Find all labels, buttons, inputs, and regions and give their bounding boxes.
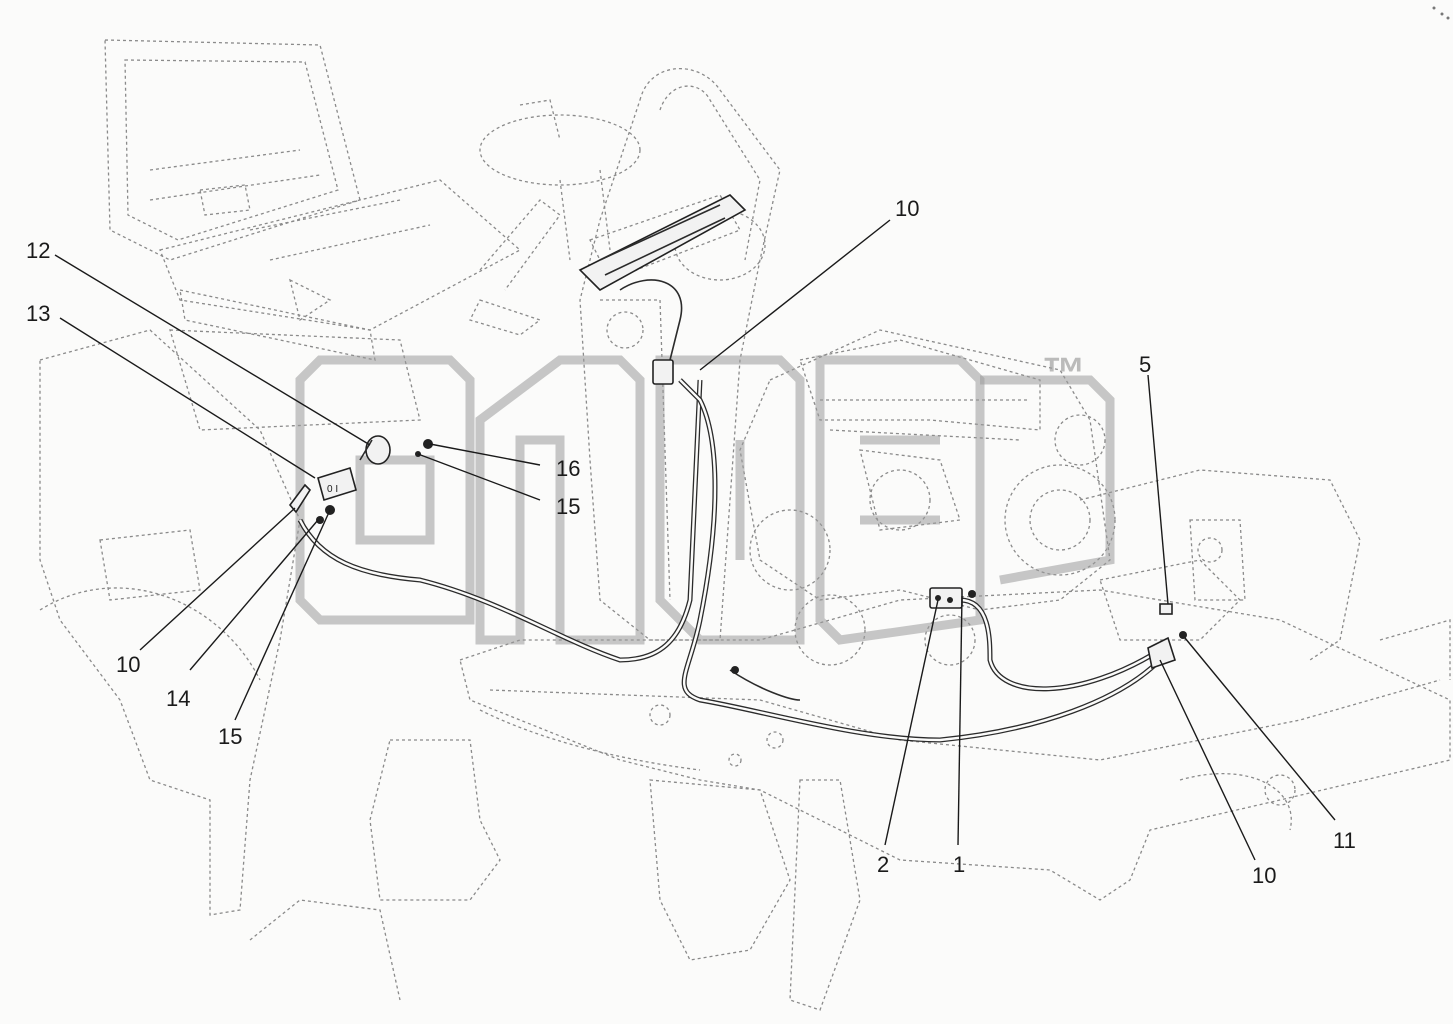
wiring-harness bbox=[297, 279, 1162, 743]
callout-13: 13 bbox=[26, 301, 50, 326]
parts: 0 I bbox=[288, 194, 1187, 674]
callout-15-bottom: 15 bbox=[218, 724, 242, 749]
callout-14: 14 bbox=[166, 686, 190, 711]
switch-housing bbox=[317, 466, 357, 502]
callout-16: 16 bbox=[556, 456, 580, 481]
background-machinery bbox=[39, 39, 1451, 1011]
callout-12: 12 bbox=[26, 238, 50, 263]
harness-connector-top bbox=[652, 359, 674, 385]
callout-15-right: 15 bbox=[556, 494, 580, 519]
leader-lines bbox=[54, 219, 1336, 861]
callout-10-bottom: 10 bbox=[1252, 863, 1276, 888]
engine-sensor-block bbox=[929, 587, 963, 609]
relay-cover bbox=[1159, 603, 1173, 615]
callout-1: 1 bbox=[953, 852, 965, 877]
dashboard-panel bbox=[578, 194, 747, 291]
callout-labels: 10 12 13 16 15 5 10 14 15 2 1 10 11 bbox=[26, 196, 1356, 888]
trademark-mark: ™ bbox=[1042, 349, 1086, 398]
watermark-logo-icon: ™ bbox=[295, 349, 1115, 645]
relay-box bbox=[1147, 636, 1176, 670]
corner-marks bbox=[1432, 6, 1450, 20]
callout-11: 11 bbox=[1333, 828, 1356, 853]
indicator-lamp bbox=[365, 435, 391, 465]
callout-5: 5 bbox=[1139, 352, 1151, 377]
callout-2: 2 bbox=[877, 852, 889, 877]
callout-10-left: 10 bbox=[116, 652, 140, 677]
svg-text:0 I: 0 I bbox=[327, 484, 338, 495]
callout-10-top: 10 bbox=[895, 196, 919, 221]
